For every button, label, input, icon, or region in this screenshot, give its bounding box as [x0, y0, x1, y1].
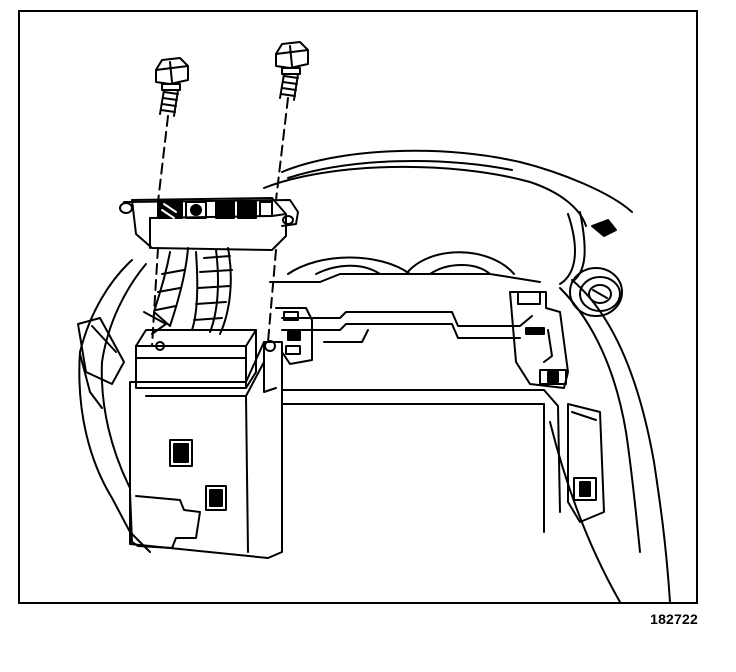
lower-mounting-bracket	[129, 341, 283, 559]
technical-line-drawing	[77, 41, 671, 602]
dash-cross-beam	[281, 311, 561, 533]
figure-number: 182722	[650, 611, 698, 627]
bolt-icon	[155, 57, 189, 117]
illustration-frame	[18, 10, 698, 604]
center-mount-bracket	[275, 307, 313, 365]
gauge-cluster	[269, 251, 541, 283]
mount-hole	[155, 340, 276, 352]
wiring-harness	[143, 247, 233, 335]
bolt-icon	[275, 41, 309, 101]
round-air-vent	[569, 267, 623, 317]
right-support-bracket	[509, 291, 605, 523]
module-body	[135, 329, 257, 389]
left-trim-panel	[77, 259, 151, 553]
relay-module	[119, 197, 299, 251]
defroster-vent	[591, 219, 617, 237]
installation-guide-lines	[151, 97, 289, 347]
instrument-panel-outline	[263, 149, 671, 602]
